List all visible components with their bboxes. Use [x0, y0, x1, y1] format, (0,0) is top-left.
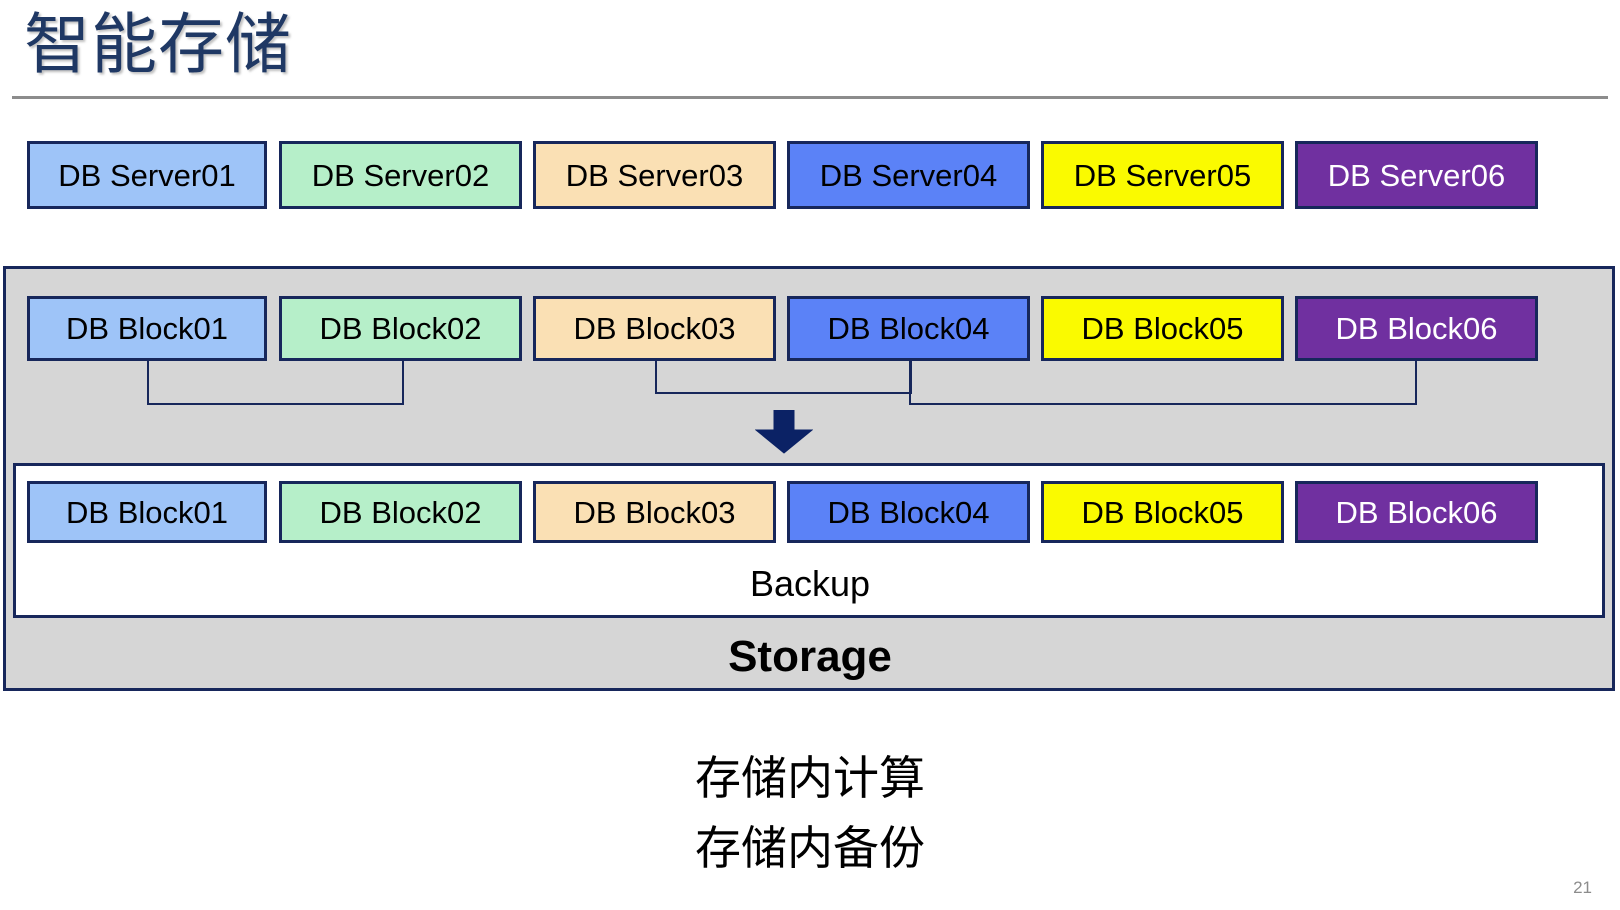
- caption-in-storage-compute: 存储内计算: [695, 752, 925, 804]
- db-block-backup-box-5[interactable]: DB Block05: [1041, 481, 1284, 543]
- db-block-box-4[interactable]: DB Block04: [787, 296, 1030, 361]
- backup-label: Backup: [749, 563, 871, 604]
- caption-in-storage-backup: 存储内备份: [695, 822, 925, 874]
- db-block-backup-box-3[interactable]: DB Block03: [533, 481, 776, 543]
- db-block-box-6[interactable]: DB Block06: [1295, 296, 1538, 361]
- block-connector-2: [655, 361, 912, 394]
- db-server-box-5[interactable]: DB Server05: [1041, 141, 1284, 209]
- db-server-box-2[interactable]: DB Server02: [279, 141, 522, 209]
- page-title: 智能存储: [24, 7, 292, 81]
- down-arrow-icon: [754, 409, 814, 454]
- db-server-box-3[interactable]: DB Server03: [533, 141, 776, 209]
- db-block-box-1[interactable]: DB Block01: [27, 296, 267, 361]
- db-server-box-4[interactable]: DB Server04: [787, 141, 1030, 209]
- block-connector-3: [909, 361, 1417, 405]
- db-block-box-3[interactable]: DB Block03: [533, 296, 776, 361]
- db-block-box-2[interactable]: DB Block02: [279, 296, 522, 361]
- db-block-backup-box-2[interactable]: DB Block02: [279, 481, 522, 543]
- db-block-box-5[interactable]: DB Block05: [1041, 296, 1284, 361]
- page-number: 21: [1573, 878, 1592, 897]
- storage-label: Storage: [728, 632, 892, 681]
- db-block-backup-box-1[interactable]: DB Block01: [27, 481, 267, 543]
- db-server-box-1[interactable]: DB Server01: [27, 141, 267, 209]
- title-divider: [12, 96, 1608, 99]
- db-block-backup-box-4[interactable]: DB Block04: [787, 481, 1030, 543]
- db-server-box-6[interactable]: DB Server06: [1295, 141, 1538, 209]
- db-block-backup-box-6[interactable]: DB Block06: [1295, 481, 1538, 543]
- block-connector-1: [147, 361, 404, 405]
